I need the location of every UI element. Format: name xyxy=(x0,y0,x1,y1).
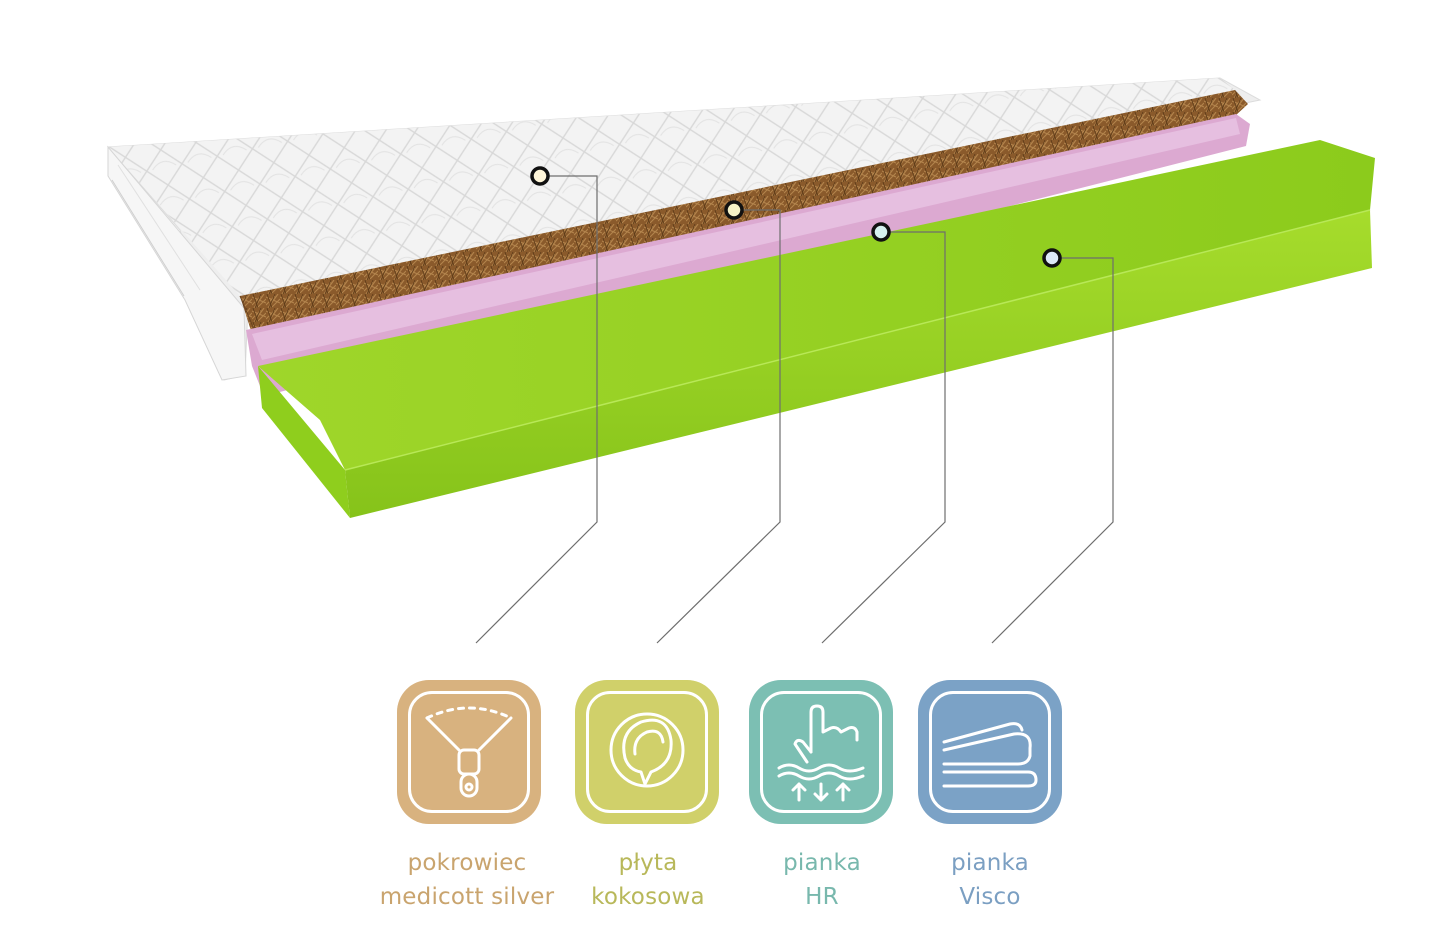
coconut-label: płyta kokosowa xyxy=(538,846,758,914)
visco-icon-tile xyxy=(918,680,1062,824)
cover-label-line1: pokrowiec xyxy=(407,850,527,876)
zipper-icon xyxy=(425,706,513,798)
coconut-icon-tile xyxy=(575,680,719,824)
coconut-label-line1: płyta xyxy=(618,850,678,876)
callout-line-visco xyxy=(991,257,1114,644)
visco-label-line1: pianka xyxy=(951,850,1029,876)
hr-label-line1: pianka xyxy=(783,850,861,876)
cover-icon-tile xyxy=(397,680,541,824)
visco-layers-icon xyxy=(942,722,1038,788)
hr-icon-tile xyxy=(749,680,893,824)
callout-dot-hr xyxy=(871,222,891,242)
callout-dot-cover xyxy=(530,166,550,186)
callout-line-hr xyxy=(821,231,946,644)
cover-label-line2: medicott silver xyxy=(379,884,555,910)
callout-lines xyxy=(475,175,1114,644)
hand-press-icon xyxy=(777,704,865,802)
callout-dot-visco xyxy=(1042,248,1062,268)
callout-dots xyxy=(530,166,1062,268)
coconut-label-line2: kokosowa xyxy=(591,884,705,910)
callout-line-coconut xyxy=(656,209,781,644)
visco-label: pianka Visco xyxy=(880,846,1100,914)
hr-label: pianka HR xyxy=(712,846,932,914)
cover-label: pokrowiec medicott silver xyxy=(357,846,577,914)
callout-line-cover xyxy=(475,175,598,644)
hr-label-line2: HR xyxy=(805,884,839,910)
callout-dot-coconut xyxy=(724,200,744,220)
green-foam-layer xyxy=(258,140,1375,518)
visco-label-line2: Visco xyxy=(959,884,1021,910)
coconut-icon xyxy=(609,712,685,788)
